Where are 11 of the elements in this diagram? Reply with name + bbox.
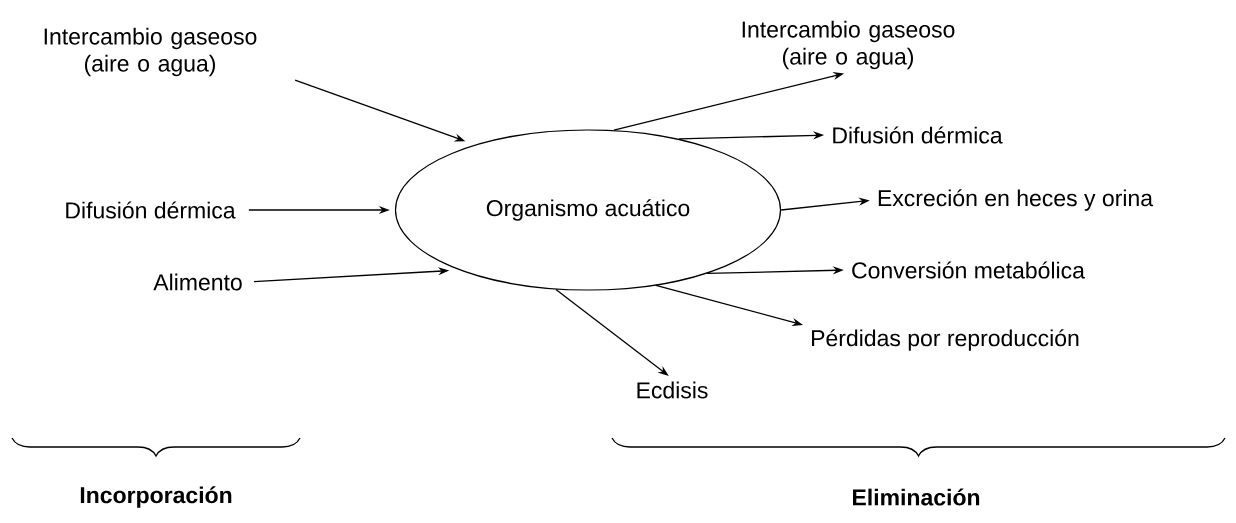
- text-label: Difusión dérmica: [833, 126, 1003, 144]
- text-label: Pérdidas por reproducción: [812, 329, 1079, 351]
- text-label: Difusión dérmica: [66, 201, 236, 219]
- text-label: Excreción en heces y orina: [878, 189, 1154, 211]
- text-label: Ecdisis: [637, 381, 708, 399]
- text-label: Intercambio gaseoso (aire o agua): [742, 20, 955, 70]
- group-label: Incorporación: [80, 486, 232, 508]
- group-label: Eliminación: [853, 488, 980, 506]
- text-label: Intercambio gaseoso (aire o agua): [44, 27, 257, 77]
- text-label: Alimento: [153, 273, 242, 291]
- text-label: Conversión metabólica: [852, 261, 1085, 279]
